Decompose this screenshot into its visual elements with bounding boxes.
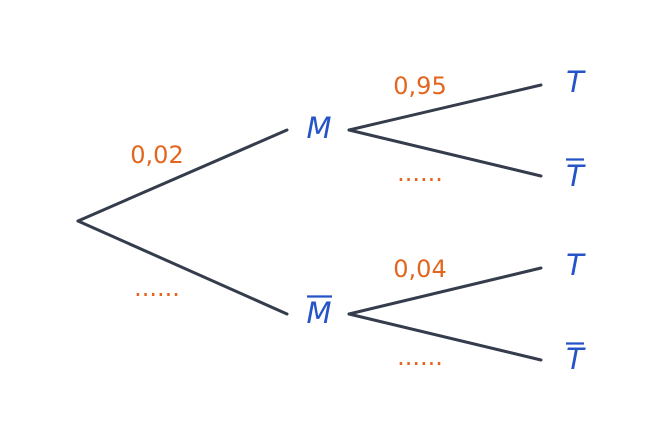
probability-m-t: 0,95	[393, 72, 446, 100]
branch-root-to-m	[76, 128, 289, 223]
probability-m-bar-t-bar: ......	[397, 343, 443, 371]
node-m: M	[306, 111, 331, 145]
node-m-bar: M	[306, 296, 331, 330]
branch-m-bar-to-t	[347, 266, 543, 316]
branch-m-bar-to-t-bar	[347, 312, 543, 362]
branch-m-to-t-bar	[347, 128, 543, 178]
node-t-upper: T	[566, 65, 586, 99]
branch-m-to-t	[347, 83, 543, 132]
node-t-lower: T	[566, 248, 586, 282]
node-t-bar-upper: T	[566, 159, 586, 193]
branch-root-to-m-bar	[76, 219, 289, 316]
probability-root-m: 0,02	[130, 141, 183, 169]
probability-root-m-bar: ......	[134, 274, 180, 302]
node-t-bar-lower: T	[566, 342, 586, 376]
probability-m-t-bar: ......	[397, 159, 443, 187]
probability-m-bar-t: 0,04	[393, 255, 446, 283]
